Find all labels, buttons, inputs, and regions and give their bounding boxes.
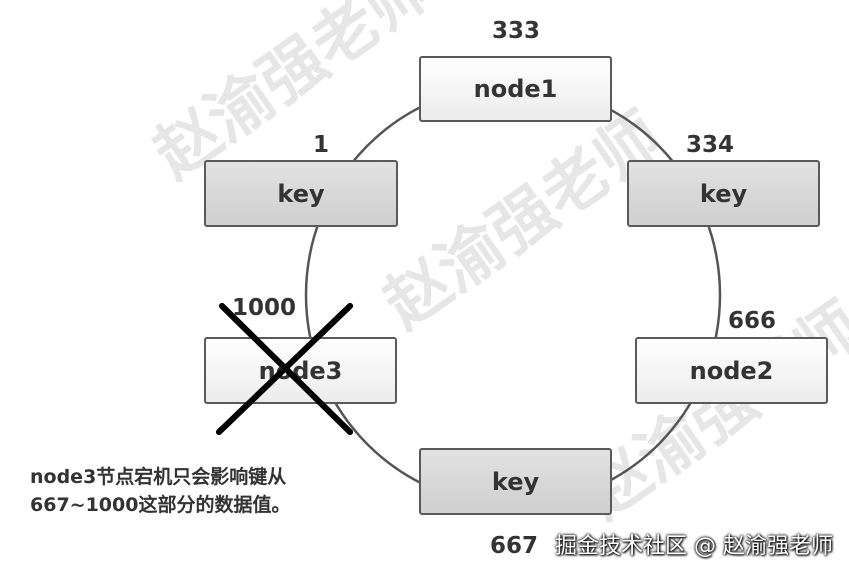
node2-position: 666 [728,308,777,334]
key-right-box: key [627,160,820,227]
node1-box: node1 [419,56,612,122]
node3-position: 1000 [232,295,297,321]
failure-note: node3节点宕机只会影响键从 667~1000这部分的数据值。 [30,463,290,519]
key-bottom-box: key [419,448,612,515]
node2-box: node2 [635,337,828,404]
failure-note-line-2: 667~1000这部分的数据值。 [30,494,291,516]
key-bottom-position: 667 [490,533,539,559]
failure-note-line-1: node3节点宕机只会影响键从 [30,466,287,488]
node1-position: 333 [492,18,541,44]
key-right-position: 334 [686,132,735,158]
key-left-box: key [204,160,398,227]
source-credit: 掘金技术社区 @ 赵渝强老师 [555,534,833,559]
key-left-position: 1 [313,132,330,158]
